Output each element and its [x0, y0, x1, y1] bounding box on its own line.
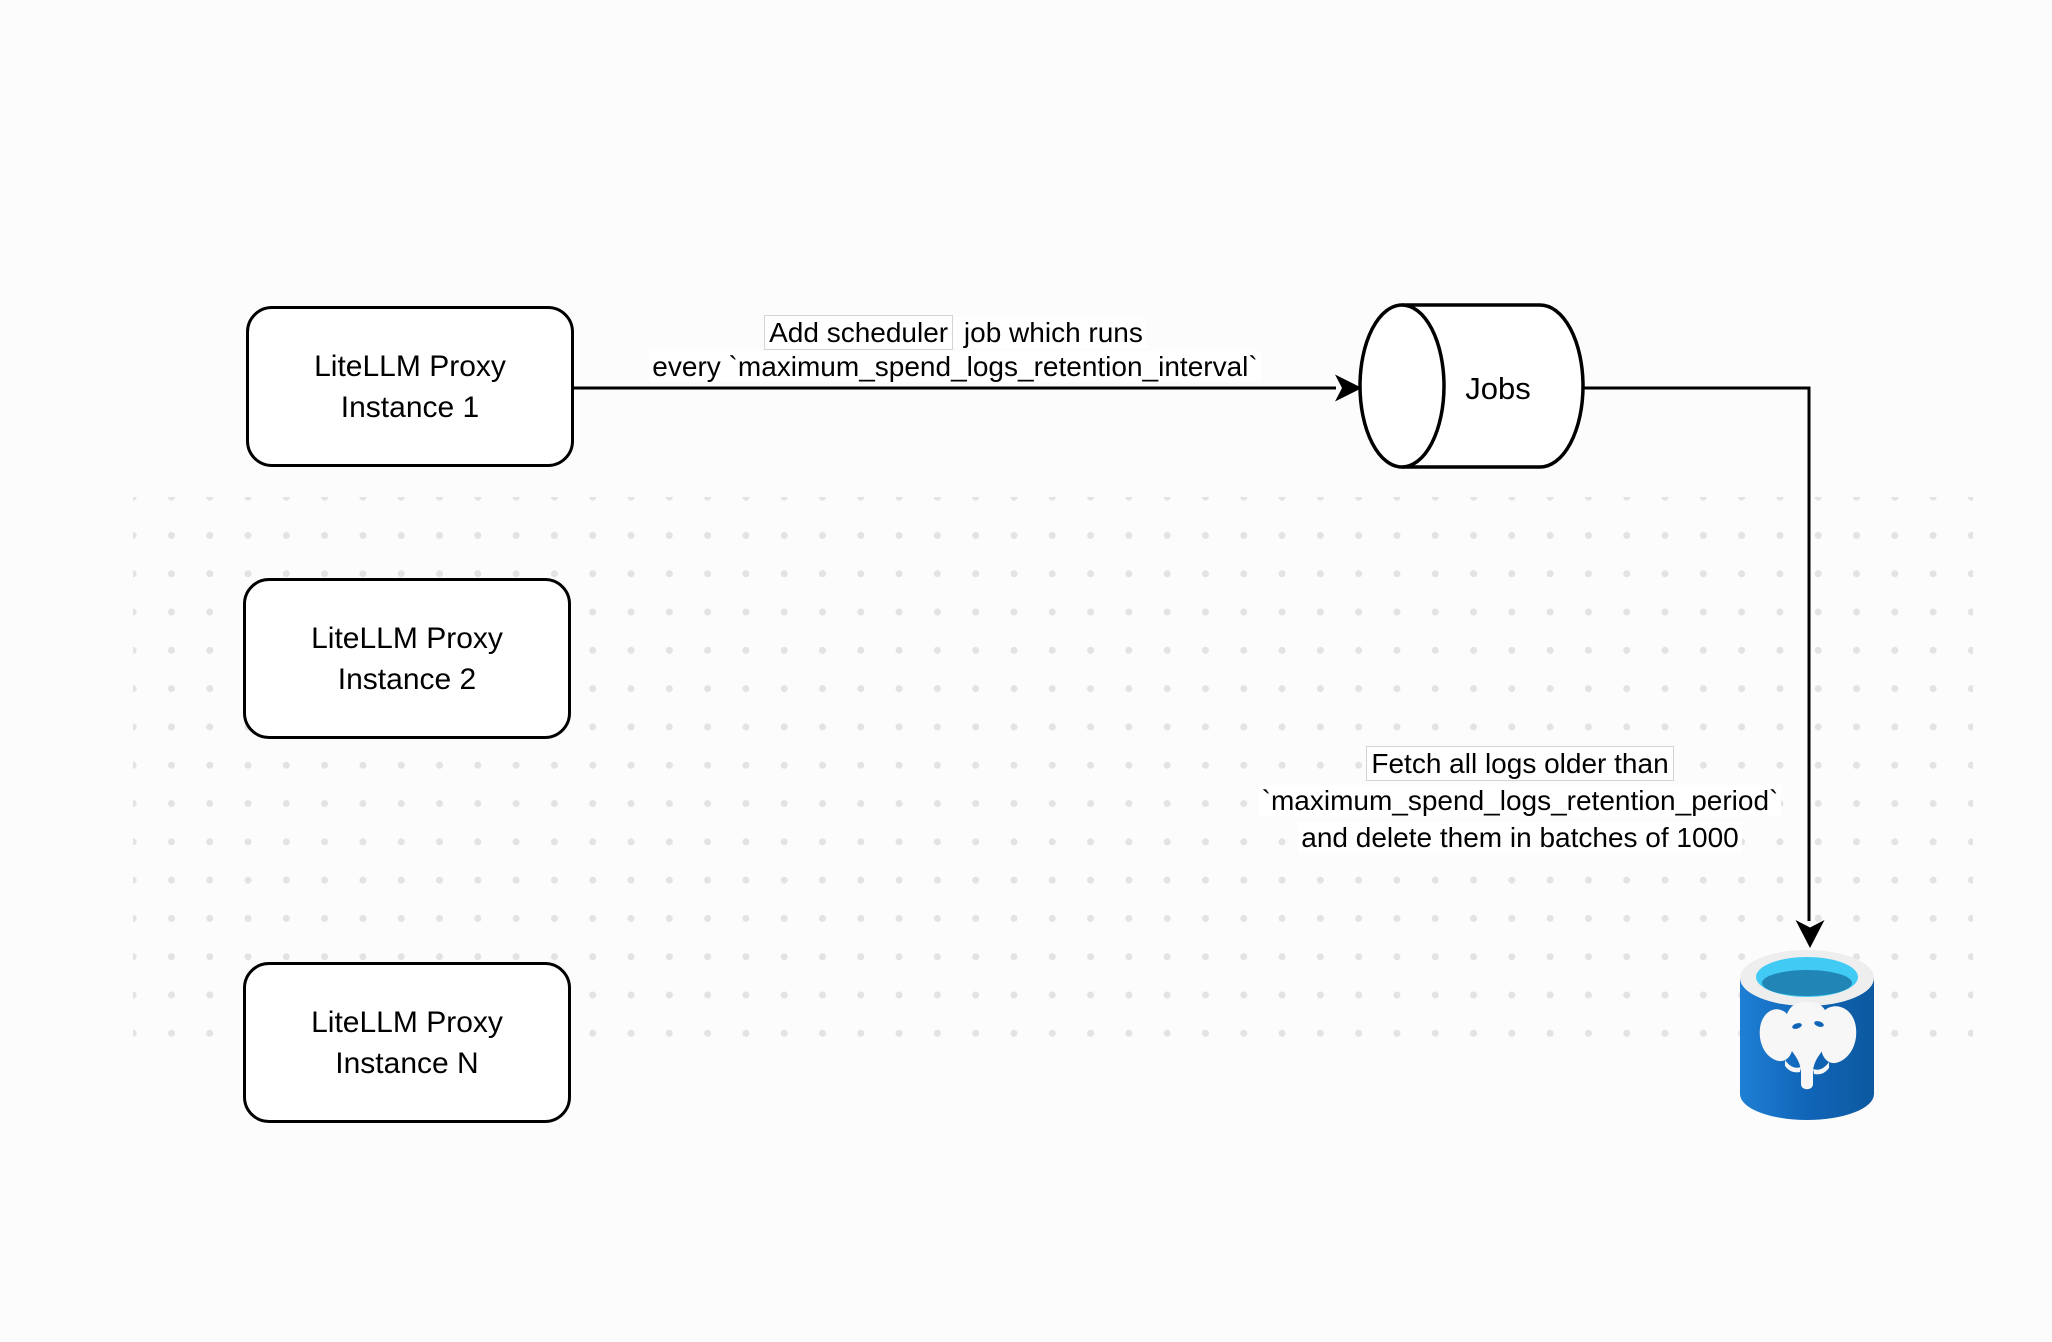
edge-label-fetch-line3: and delete them in batches of 1000 — [1298, 822, 1742, 853]
elephant-right-eye — [1814, 1021, 1824, 1027]
edge-label-fetch-line1: Fetch all logs older than — [1366, 746, 1674, 781]
edge-label-scheduler-line2: every `maximum_spend_logs_retention_inte… — [649, 351, 1261, 382]
elephant-left-eye — [1792, 1023, 1802, 1029]
postgresql-database-icon — [1740, 950, 1874, 1120]
edge-label-scheduler: Add scheduler job which runs every `maxi… — [600, 315, 1310, 384]
node-jobs-cylinder — [1358, 303, 1585, 469]
elephant-eyes — [1792, 1021, 1824, 1029]
node-label-line: LiteLLM Proxy — [311, 1005, 503, 1039]
node-label-line: Instance 2 — [337, 662, 477, 696]
edge-label-fetch-line2: `maximum_spend_logs_retention_period` — [1258, 785, 1782, 816]
elephant-right-tusk — [1813, 1062, 1829, 1075]
jobs-cylinder-body — [1402, 303, 1585, 469]
node-label-line: Instance N — [335, 1046, 479, 1080]
edge-label-fetch: Fetch all logs older than `maximum_spend… — [1233, 745, 1807, 856]
postgres-cylinder-liquid — [1762, 970, 1852, 996]
node-litellm-proxy-instance-n: LiteLLM Proxy Instance N — [243, 962, 571, 1123]
node-label-line: LiteLLM Proxy — [314, 349, 506, 383]
jobs-cylinder-cap — [1358, 303, 1446, 469]
edge-label-scheduler-highlight: Add scheduler — [764, 315, 954, 350]
elephant-right-ear — [1821, 1006, 1857, 1064]
elephant-left-tusk — [1785, 1060, 1801, 1073]
jobs-label: Jobs — [1465, 371, 1531, 406]
node-label-line: Instance 1 — [340, 390, 480, 424]
node-litellm-proxy-instance-2: LiteLLM Proxy Instance 2 — [243, 578, 571, 739]
edge-label-scheduler-rest: job which runs — [953, 317, 1146, 348]
node-litellm-proxy-instance-1: LiteLLM Proxy Instance 1 — [246, 306, 574, 467]
node-label-line: LiteLLM Proxy — [311, 621, 503, 655]
